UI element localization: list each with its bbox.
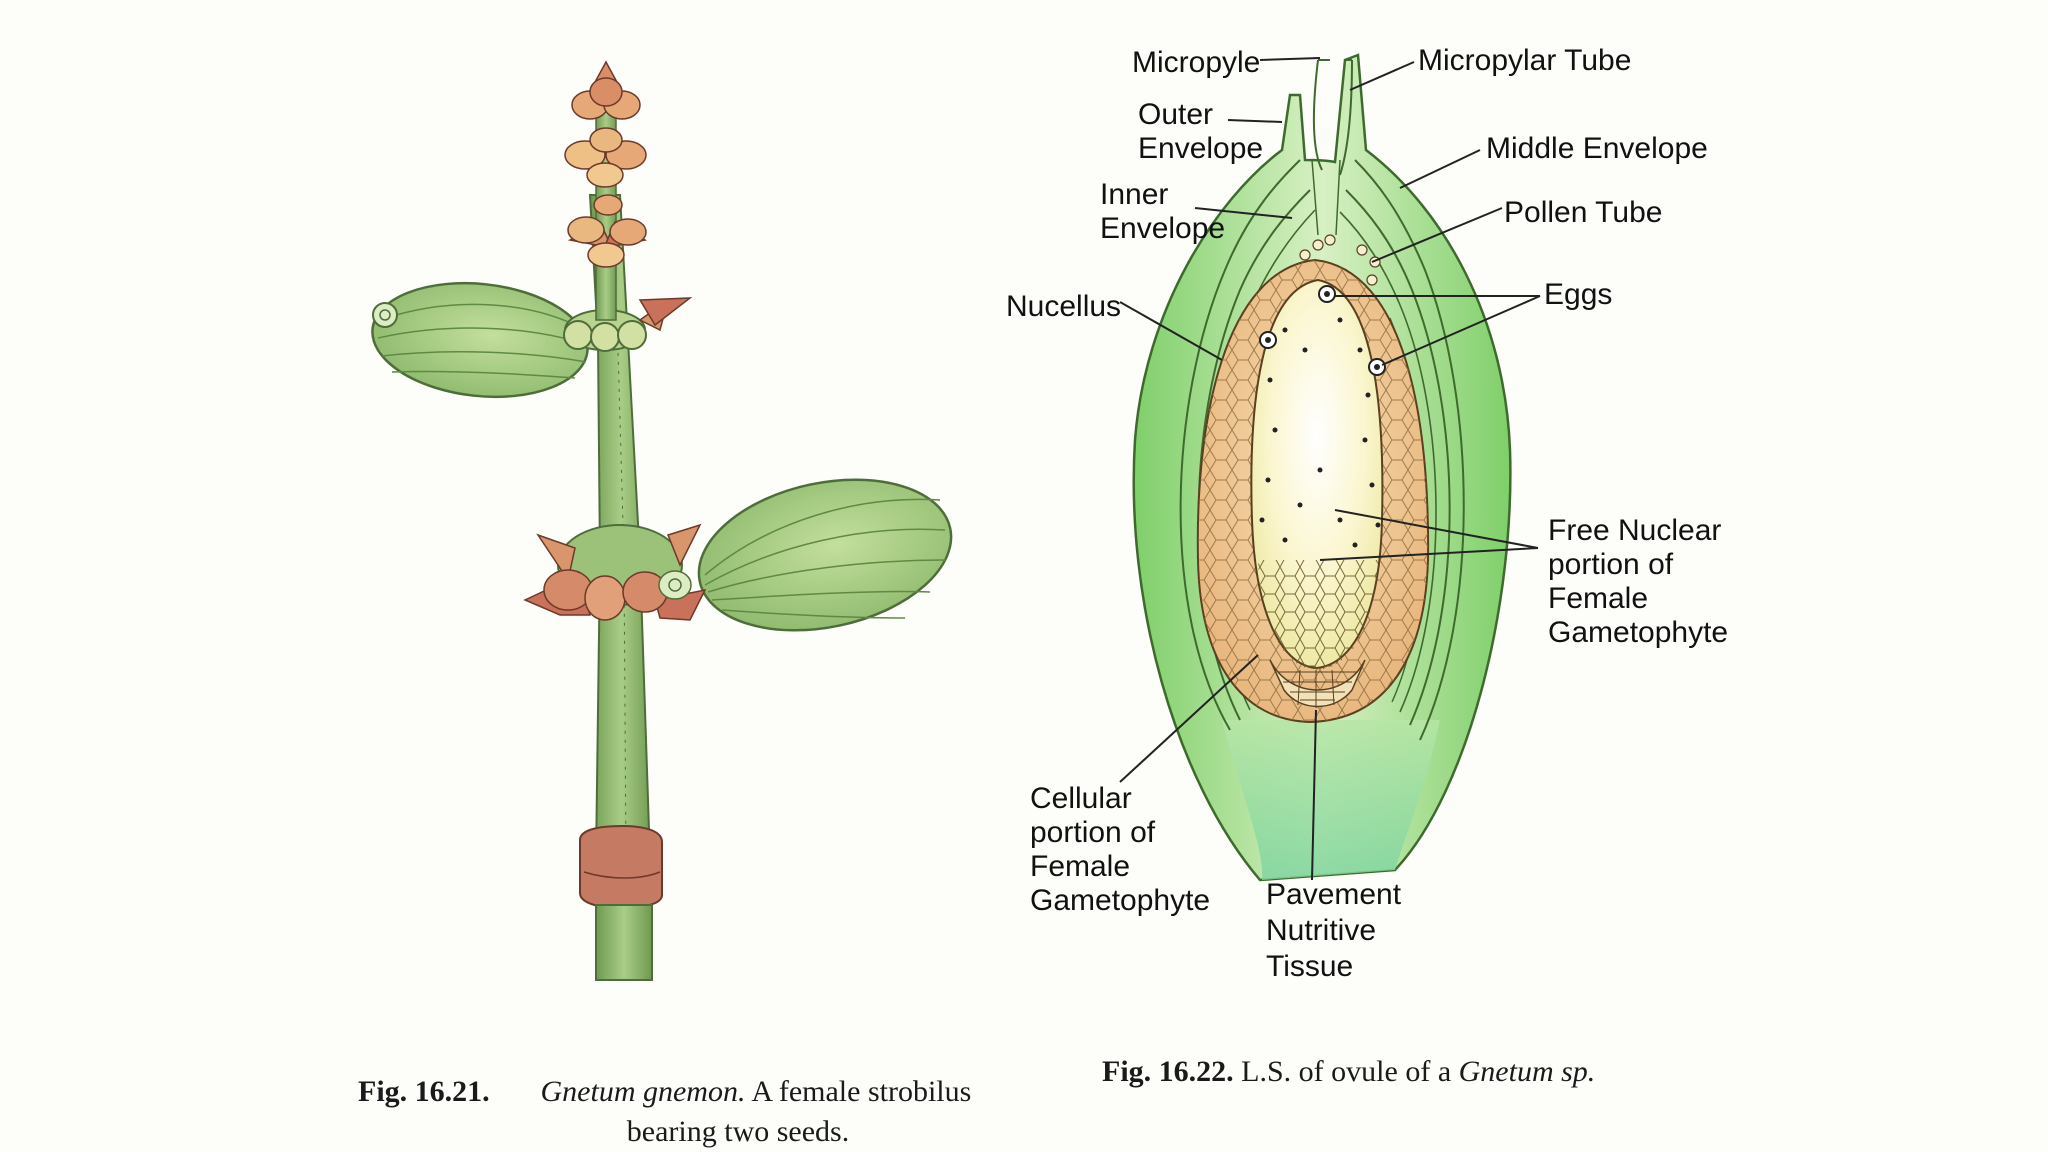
caption-number: Fig. 16.21. (358, 1075, 490, 1108)
label-middle-envelope: Middle Envelope (1486, 132, 1708, 165)
caption-number: Fig. 16.22. (1102, 1055, 1234, 1088)
label-pavement-1: Pavement (1266, 878, 1402, 911)
apical-buds (564, 60, 648, 321)
lower-node-bracts (523, 523, 707, 621)
label-micropyle: Micropyle (1132, 46, 1260, 79)
leader-lines (1119, 57, 1541, 783)
seed-upper (371, 281, 589, 399)
caption-text: L.S. of ovule of a (1241, 1055, 1452, 1088)
label-outer-envelope: Outer (1138, 98, 1213, 131)
label-outer-envelope-2: Envelope (1138, 132, 1263, 165)
label-cellular-1: Cellular (1030, 782, 1132, 815)
caption-text: A female strobilus (751, 1075, 972, 1108)
label-micropylar-tube: Micropylar Tube (1418, 44, 1631, 77)
label-inner-envelope-2: Envelope (1100, 212, 1225, 245)
strobilus-illustration (371, 60, 953, 981)
caption-fig-16-22: Fig. 16.22. L.S. of ovule of a Gnetum sp… (1102, 1052, 1722, 1092)
label-pollen-tube: Pollen Tube (1504, 196, 1662, 229)
label-eggs: Eggs (1544, 278, 1612, 311)
caption-species: Gnetum gnemon. (540, 1075, 746, 1108)
label-cellular-2: portion of (1030, 816, 1156, 849)
label-free-nuclear-1: Free Nuclear (1548, 514, 1721, 547)
label-inner-envelope: Inner (1100, 178, 1168, 211)
label-pavement-2: Nutritive (1266, 914, 1376, 947)
upper-node (563, 297, 693, 352)
label-free-nuclear-4: Gametophyte (1548, 616, 1728, 649)
caption-fig-16-21: Fig. 16.21. Gnetum gnemon. A female stro… (358, 1072, 1058, 1152)
ovule-section (1132, 53, 1512, 882)
label-cellular-4: Gametophyte (1030, 884, 1210, 917)
node-collar (579, 824, 663, 910)
caption-text-line2: bearing two seeds. (626, 1115, 850, 1148)
ovule-labels: Micropyle Micropylar Tube Outer Envelope… (1006, 44, 1728, 983)
label-free-nuclear-2: portion of (1548, 548, 1674, 581)
seed-lower (697, 478, 953, 632)
label-nucellus: Nucellus (1006, 290, 1121, 323)
label-cellular-3: Female (1030, 850, 1130, 883)
label-free-nuclear-3: Female (1548, 582, 1648, 615)
label-pavement-3: Tissue (1266, 950, 1353, 983)
pollen-grains (1299, 234, 1381, 286)
female-gametophyte (1250, 278, 1386, 708)
caption-species: Gnetum sp. (1458, 1055, 1596, 1088)
